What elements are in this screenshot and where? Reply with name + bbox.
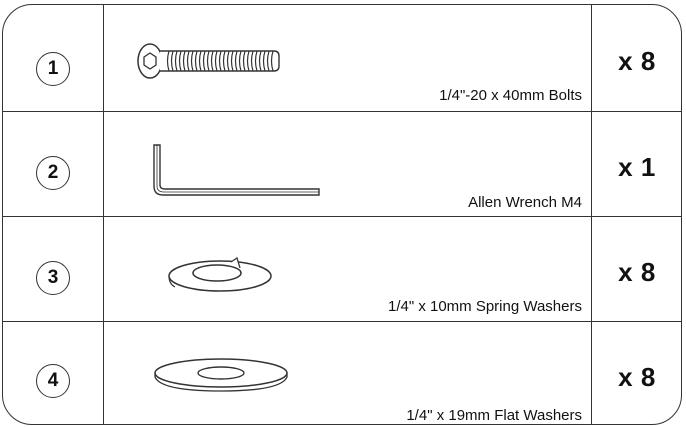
part-number-badge: 2 (36, 156, 70, 190)
column-divider (103, 5, 104, 424)
parts-table: 1 1/4"-20 x 40mm Bolts x 8 2 Allen Wrenc… (2, 4, 682, 425)
part-number-badge: 1 (36, 52, 70, 86)
part-quantity: x 1 (618, 152, 656, 182)
part-row-4: 4 1/4" x 19mm Flat Washers x 8 (3, 321, 681, 424)
part-quantity: x 8 (618, 362, 656, 392)
bolt-icon (137, 43, 280, 79)
part-row-2: 2 Allen Wrench M4 x 1 (3, 111, 681, 215)
part-name: Allen Wrench M4 (468, 194, 582, 211)
part-quantity: x 8 (618, 46, 656, 76)
row-divider (3, 321, 681, 322)
row-divider (3, 111, 681, 112)
flat-washer-icon (154, 358, 288, 392)
part-row-1: 1 1/4"-20 x 40mm Bolts x 8 (3, 5, 681, 109)
part-row-3: 3 1/4" x 10mm Spring Washers x 8 (3, 216, 681, 320)
part-number-badge: 3 (36, 261, 70, 295)
row-divider (3, 216, 681, 217)
part-name: 1/4" x 19mm Flat Washers (406, 407, 582, 424)
part-name: 1/4"-20 x 40mm Bolts (439, 87, 582, 104)
column-divider (591, 5, 592, 424)
part-name: 1/4" x 10mm Spring Washers (387, 298, 582, 315)
part-quantity: x 8 (618, 257, 656, 287)
spring-washer-icon (168, 256, 272, 292)
allen-wrench-icon (153, 144, 320, 196)
part-number-badge: 4 (36, 364, 70, 398)
